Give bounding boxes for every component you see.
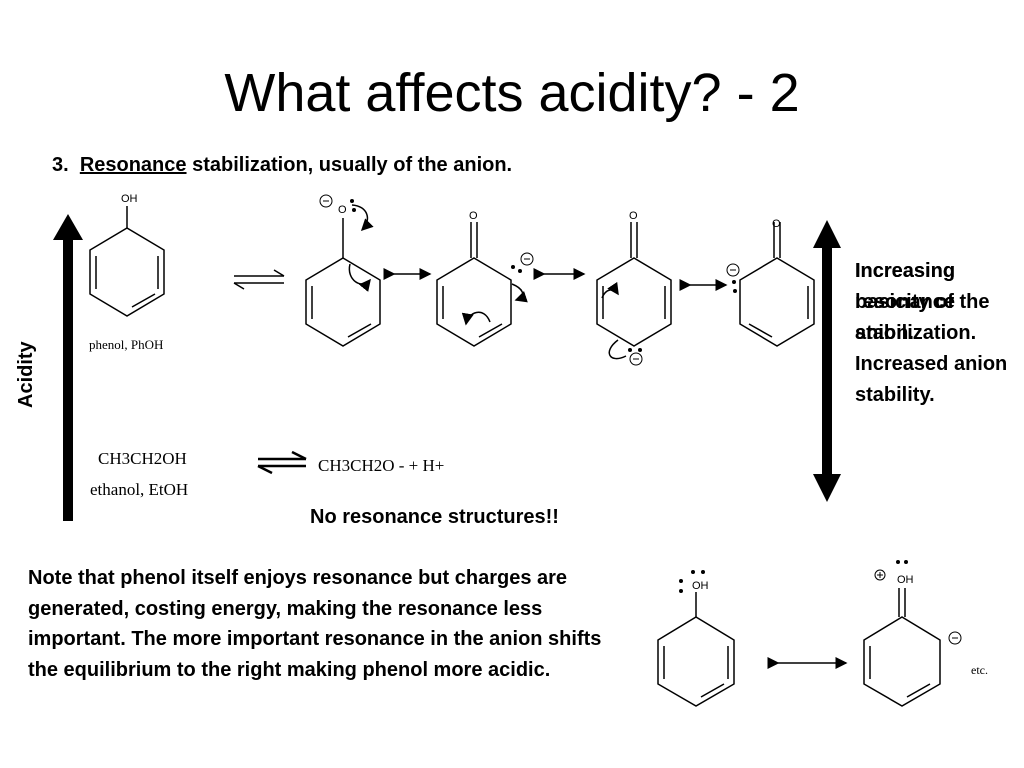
negative-charge-icon [319,194,333,208]
ethanol-label: ethanol, EtOH [90,480,189,499]
point-keyword: Resonance [79,154,187,176]
point-rest: stabilization, usually of the anion. [186,154,513,176]
structure-2-o-label: O [469,210,478,222]
stability-arrow [813,220,841,502]
slide-title: What affects acidity? - 2 [224,63,800,123]
negative-charge-icon [520,252,534,266]
phenoxide-o-label-1: O [338,204,347,216]
phenol-label: phenol, PhOH [89,337,163,352]
phenol-neutral-structure [657,592,735,707]
phenol-charged-structure [863,588,941,707]
etc-label: etc. [971,663,988,677]
negative-charge-icon [948,631,962,645]
negative-charge-icon [726,263,740,277]
phenoxide-structure-1 [305,204,381,347]
positive-charge-icon [874,569,886,581]
phenol-oh-label-bottom: OH [692,580,709,592]
negative-charge-icon [629,352,643,366]
side-text-basicity: Increasing basicity of the anion. [855,260,990,344]
ethanol-equilibrium-arrow [257,450,307,475]
phenol-charged-oh-label: OH [897,574,914,586]
phenol-oh-label: OH [121,193,138,205]
resonance-structure-4 [739,222,815,347]
ethanol-formula: CH3CH2OH [98,449,187,468]
no-resonance-text: No resonance structures!! [310,506,559,528]
side-text-stability: Increasing resonance stabilization. Incr… [855,260,1008,406]
ethoxide-formula: CH3CH2O - + H+ [318,456,445,475]
equilibrium-arrow-1 [233,269,285,290]
note-paragraph: Note that phenol itself enjoys resonance… [28,567,602,681]
resonance-structure-2 [436,222,528,347]
structure-4-o-label: O [772,218,781,230]
point-3: 3. Resonance stabilization, usually of t… [52,154,512,177]
phenol-structure [89,206,165,317]
resonance-structure-3 [596,222,672,360]
acidity-arrow [53,214,83,521]
point-number: 3. [52,154,69,176]
structure-3-o-label: O [629,210,638,222]
